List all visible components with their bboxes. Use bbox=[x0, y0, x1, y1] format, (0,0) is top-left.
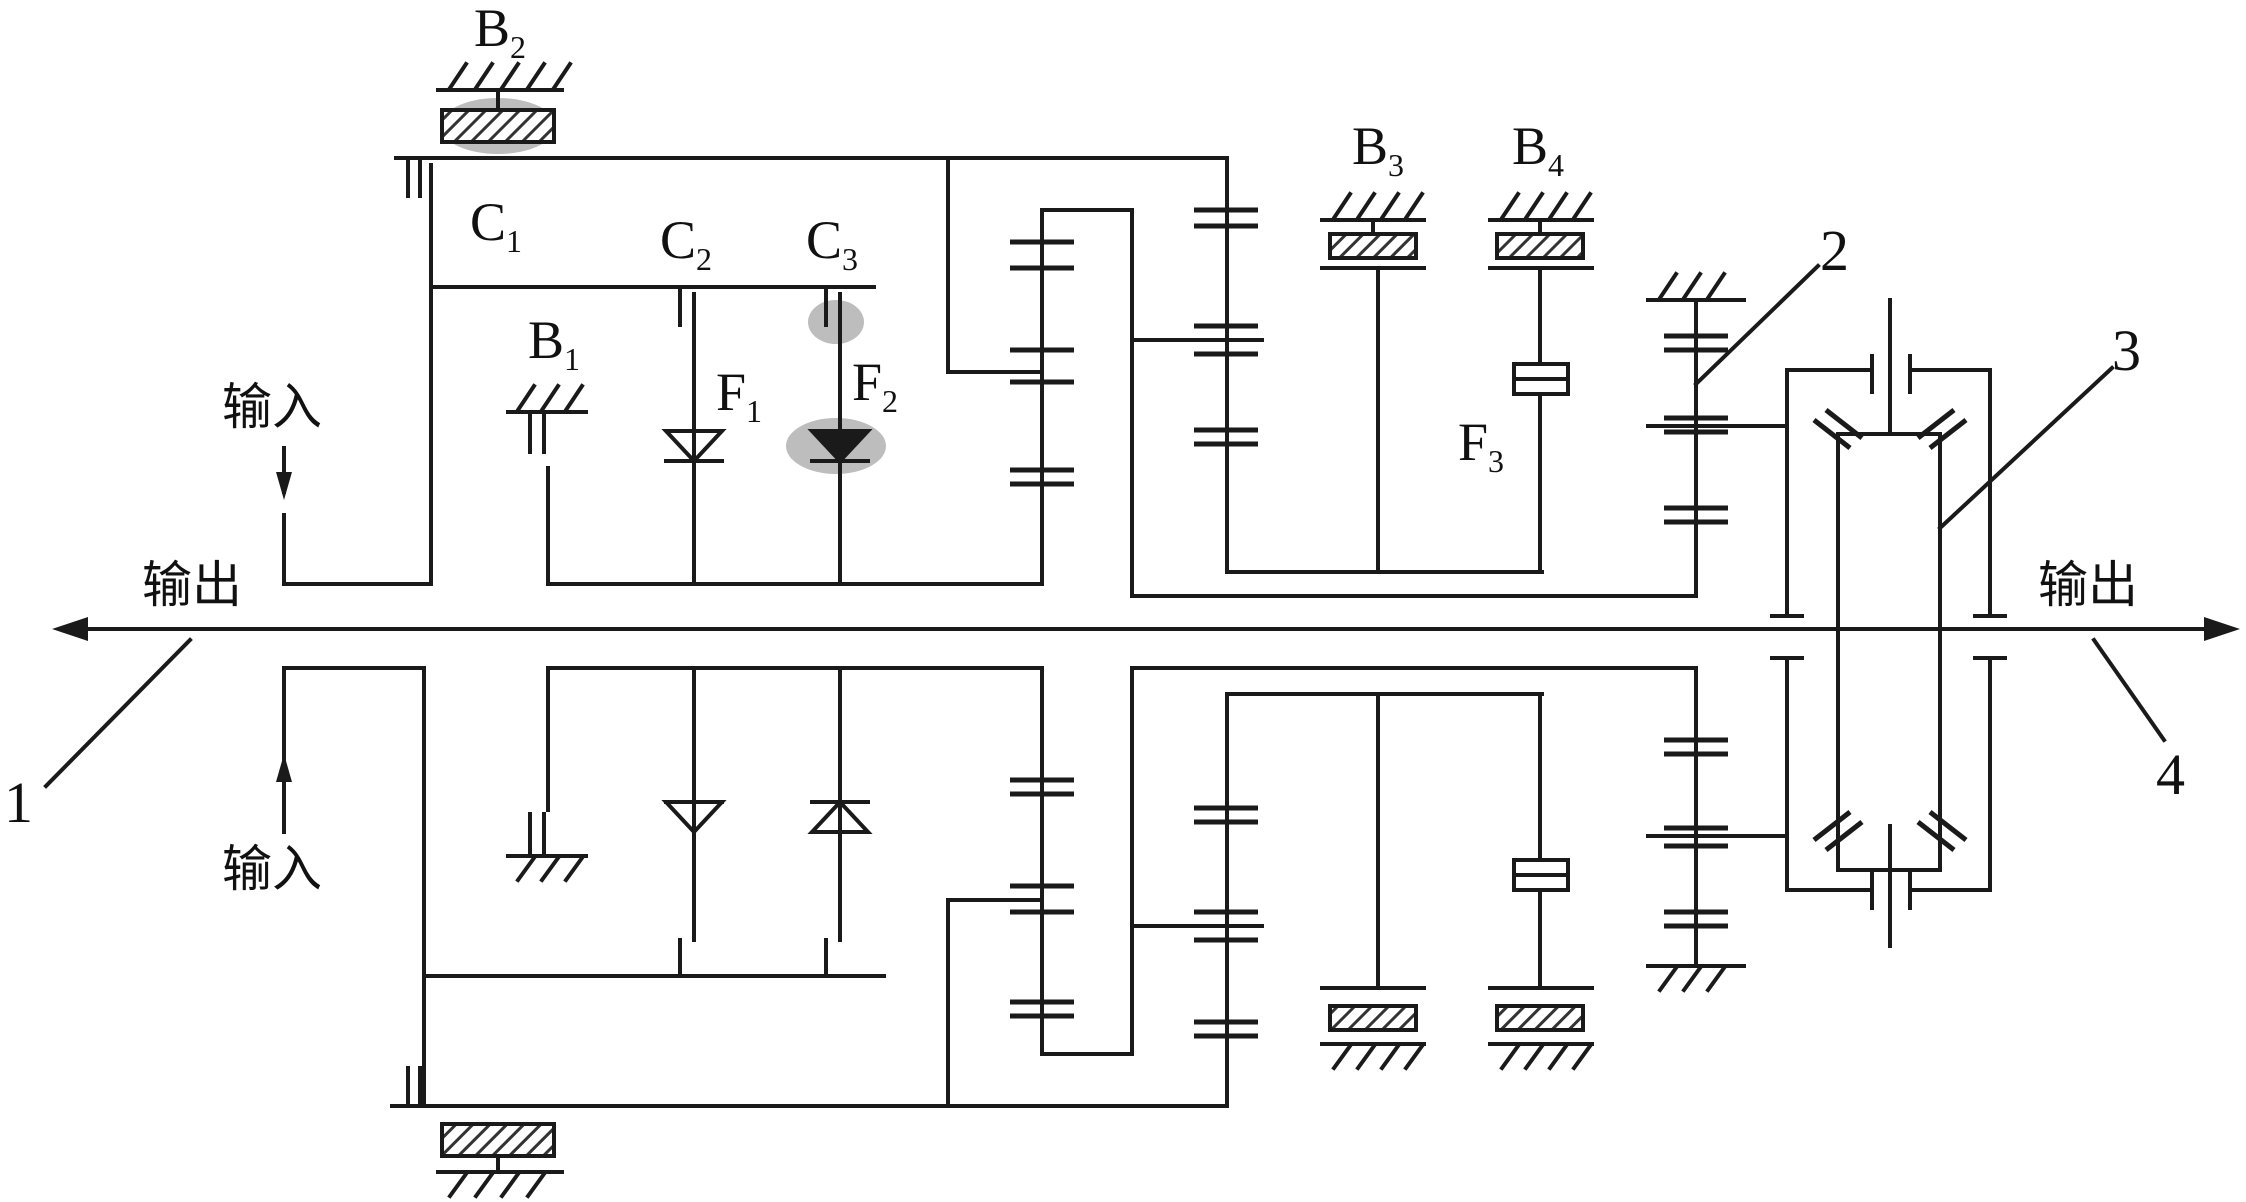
clutch-c1-top bbox=[276, 158, 876, 586]
callout-2: 2 bbox=[1820, 218, 1849, 283]
label-b4: B4 bbox=[1512, 116, 1564, 183]
label-c1: C1 bbox=[470, 192, 522, 259]
callout-3: 3 bbox=[2112, 318, 2141, 383]
label-f1: F1 bbox=[716, 362, 762, 429]
label-b1: B1 bbox=[528, 310, 580, 377]
bottom-half bbox=[276, 666, 1789, 1199]
clutch-c2-c3-top bbox=[506, 288, 1044, 586]
label-f3: F3 bbox=[1458, 412, 1504, 479]
differential bbox=[1770, 298, 2007, 948]
label-f2: F2 bbox=[852, 352, 898, 419]
planetary-1-top bbox=[946, 156, 1698, 598]
label-b2: B2 bbox=[474, 0, 526, 65]
label-b3: B3 bbox=[1352, 116, 1404, 183]
callout-1: 1 bbox=[4, 770, 33, 835]
main-shaft bbox=[52, 617, 2240, 641]
output-label-right: 输出 bbox=[2038, 556, 2138, 614]
planetary-2-top bbox=[1130, 156, 1594, 574]
input-label-top: 输入 bbox=[222, 378, 322, 436]
label-c3: C3 bbox=[806, 210, 858, 277]
brake-b2-top bbox=[394, 61, 1229, 160]
callout-4: 4 bbox=[2156, 742, 2185, 807]
label-c2: C2 bbox=[660, 210, 712, 277]
output-label-left: 输出 bbox=[142, 556, 242, 614]
input-label-bottom: 输入 bbox=[222, 840, 322, 898]
leader-lines bbox=[43, 263, 2167, 789]
output-planetary-top bbox=[1646, 271, 1789, 598]
